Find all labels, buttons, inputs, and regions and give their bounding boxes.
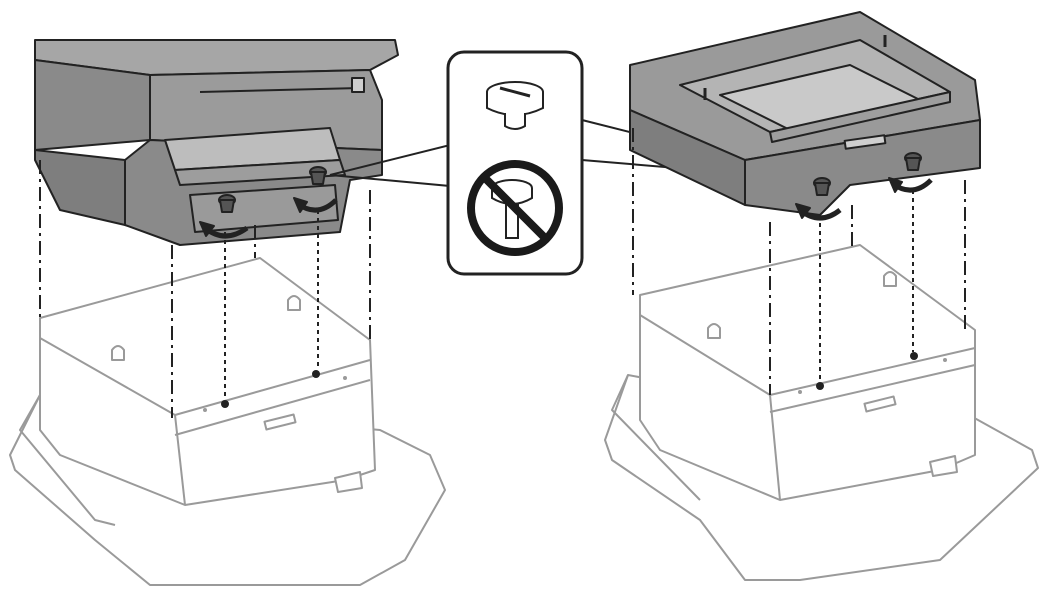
right-cabinet <box>604 244 1039 581</box>
left-printer <box>34 39 399 246</box>
right-guide-lines <box>632 128 966 395</box>
right-screw-guides <box>819 190 914 382</box>
right-screw-a <box>813 177 831 196</box>
right-panel <box>604 11 1039 581</box>
right-screw-b <box>904 152 922 171</box>
left-cabinet <box>9 257 446 586</box>
left-panel <box>9 39 446 586</box>
thumbscrew-prohibited-icon <box>467 160 563 256</box>
left-screw-a <box>218 194 236 213</box>
right-cassette-unit <box>629 11 981 221</box>
right-cabinet-box <box>639 244 976 501</box>
left-screw-b <box>309 166 327 185</box>
callout <box>329 50 821 276</box>
left-guide-lines <box>39 160 371 418</box>
left-cabinet-box <box>39 257 376 506</box>
left-screw-guides <box>224 210 319 400</box>
thumbscrew-correct-icon <box>486 81 544 130</box>
